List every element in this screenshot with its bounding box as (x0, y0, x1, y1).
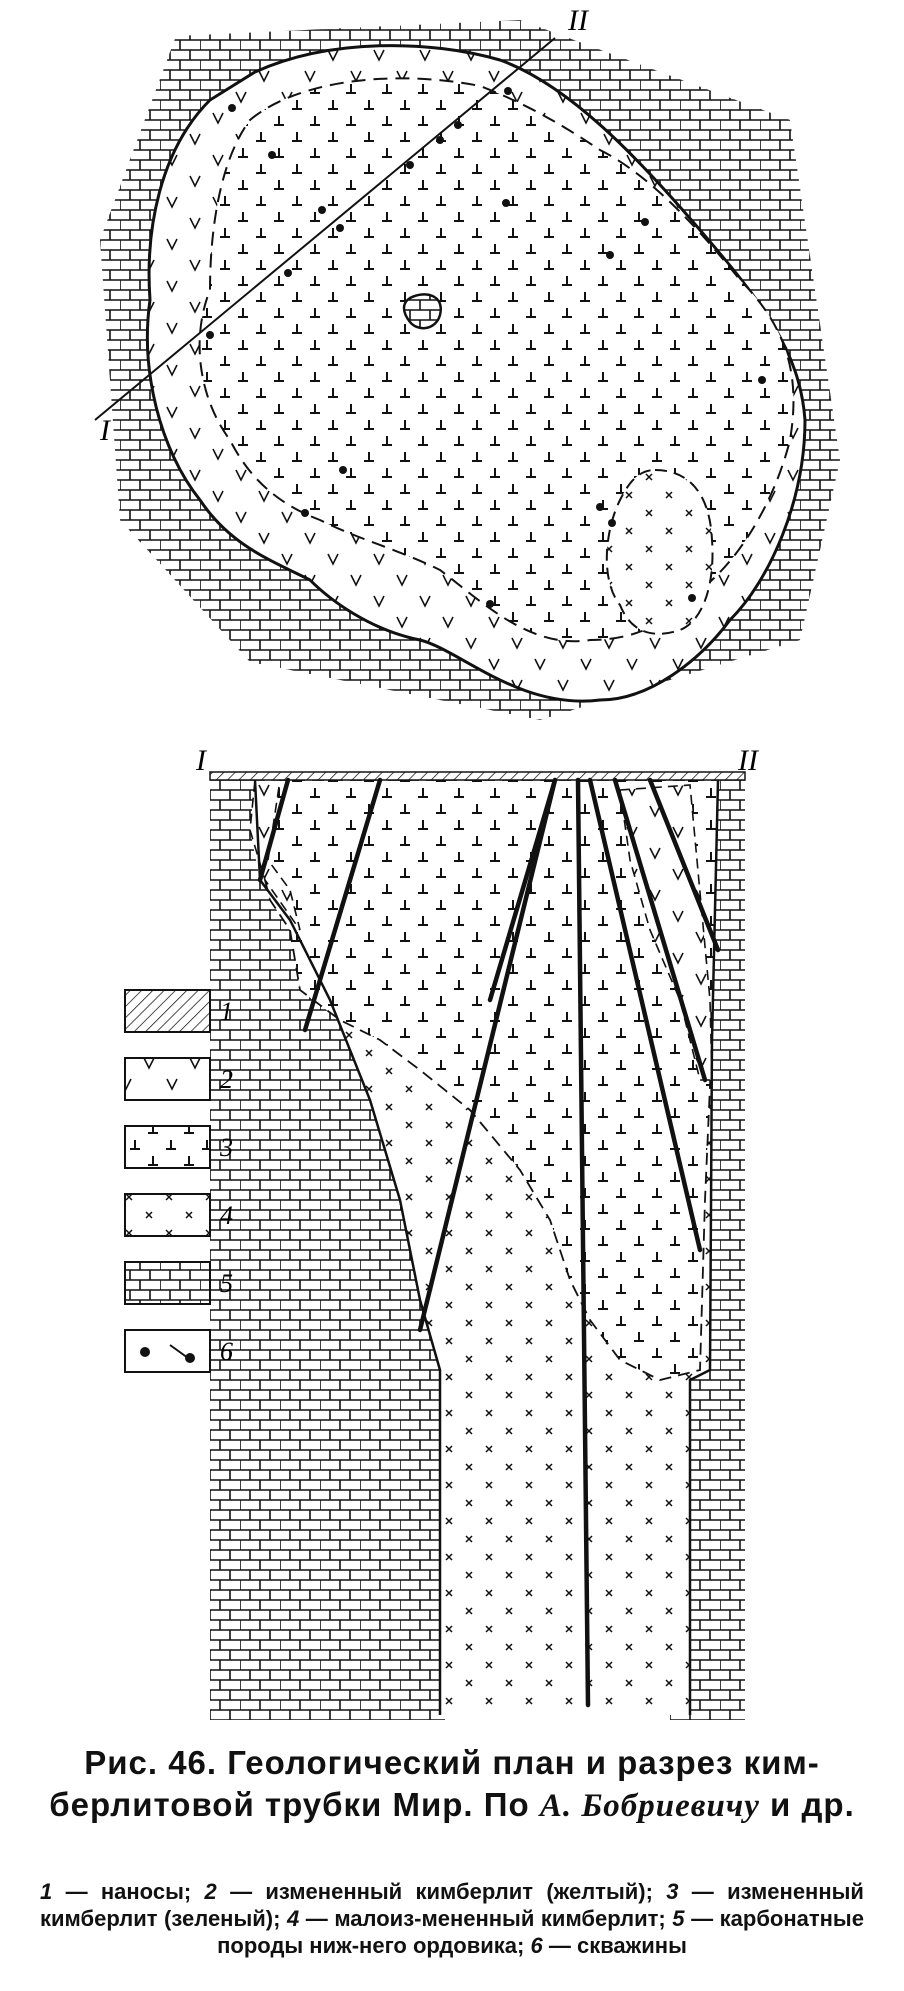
legend-text-1: — наносы; (65, 1879, 192, 1904)
legend-text-num-6: 6 (530, 1933, 543, 1958)
caption-author: А. Бобриевичу (539, 1788, 760, 1824)
legend-item-3: 3 (124, 1125, 233, 1169)
legend-text-num-2: 2 (204, 1879, 217, 1904)
section-mark-ii: II (737, 744, 760, 777)
section-wells (257, 777, 721, 1708)
plan-low-altered-zone (605, 468, 714, 635)
legend-text-num-4: 4 (286, 1906, 300, 1931)
section-yellow-zone-right (619, 784, 713, 1081)
plan-wells (206, 87, 766, 608)
legend-num-2: 2 (220, 1065, 233, 1094)
legend-item-6: 6 (124, 1329, 233, 1373)
section-overburden (209, 771, 746, 781)
legend-num-5: 5 (220, 1269, 233, 1298)
legend-item-1: 1 (124, 989, 233, 1033)
caption-suffix: и др. (770, 1786, 855, 1823)
legend-item-4: 4 (124, 1193, 233, 1237)
plan-view (94, 20, 840, 720)
legend-text-2: — измененный кимберлит (желтый); (230, 1879, 653, 1904)
plan-mark-ii: II (567, 4, 590, 37)
legend-num-1: 1 (220, 997, 233, 1026)
legend-text-6: — скважины (548, 1933, 687, 1958)
legend-text-3: — измененный кимберлит (зеленый); (40, 1879, 864, 1931)
legend-text-num-3: 3 (666, 1879, 679, 1904)
legend-num-4: 4 (220, 1201, 233, 1230)
section-view (209, 771, 746, 1720)
plan-mark-i: I (99, 414, 112, 447)
figure-caption: Рис. 46. Геологический план и разрез ким… (40, 1742, 864, 1827)
legend-text-num-1: 1 (40, 1879, 53, 1904)
plan-inclusion (402, 293, 443, 330)
legend-text-4: — малоиз-мененный кимберлит; (305, 1906, 666, 1931)
legend-description: 1 — наносы; 2 — измененный кимберлит (же… (40, 1878, 864, 1959)
geologic-figure: II I I II 1 2 (94, 4, 840, 1720)
section-yellow-zone-left (249, 779, 301, 931)
section-mark-i: I (195, 744, 208, 777)
legend-item-2: 2 (124, 1057, 233, 1101)
legend-item-5: 5 (124, 1261, 233, 1305)
legend-text-num-5: 5 (672, 1906, 685, 1931)
legend-num-6: 6 (220, 1337, 233, 1366)
section-right-wall (688, 779, 720, 1715)
caption-prefix: Рис. 46. Геологический план и разрез ким… (49, 1744, 820, 1823)
plan-section-line (94, 37, 556, 421)
legend-text-5: — карбонатные породы ниж-него ордовика; (217, 1906, 864, 1958)
legend-num-3: 3 (219, 1133, 233, 1162)
legend: 1 2 3 4 5 6 (124, 989, 233, 1373)
section-green-zone (254, 779, 719, 1381)
section-left-wall (253, 779, 442, 1715)
